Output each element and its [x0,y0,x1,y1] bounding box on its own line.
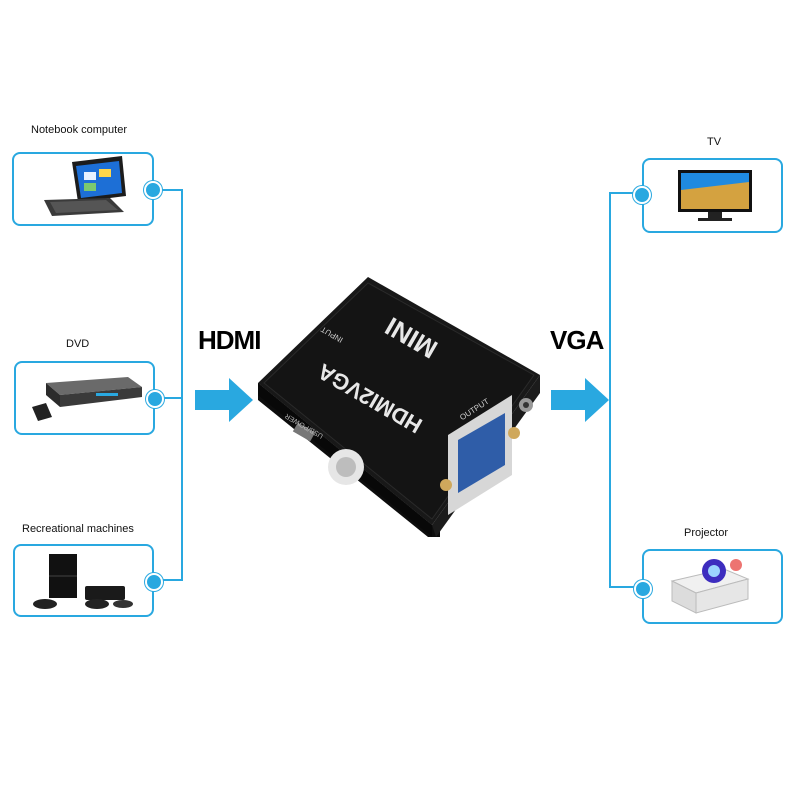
output-box-projector [642,549,783,624]
output-label-tv: TV [707,136,722,148]
input-arrow-icon [195,378,253,422]
tv-icon [678,170,752,221]
output-arrow-icon [551,378,609,422]
input-connector-recreational [145,573,163,591]
projector-icon [670,559,750,614]
laptop-icon [44,156,126,216]
input-connector-notebook [144,181,162,199]
output-label-projector: Projector [684,527,729,539]
input-label-dvd: DVD [66,338,90,350]
output-connector-tv [633,186,651,204]
input-box-dvd [14,361,155,435]
input-label-recreational: Recreational machines [22,523,134,535]
input-label-notebook: Notebook computer [31,124,127,136]
dvd-player-icon [32,377,142,421]
input-signal-label: HDMI [198,325,261,355]
output-connector-projector [634,580,652,598]
output-box-tv [642,158,783,233]
input-connector-dvd [146,390,164,408]
output-signal-label: VGA [550,325,604,355]
converter-device [258,277,540,537]
game-console-icon [33,554,133,609]
input-box-recreational [13,544,154,617]
input-box-notebook [12,152,154,226]
